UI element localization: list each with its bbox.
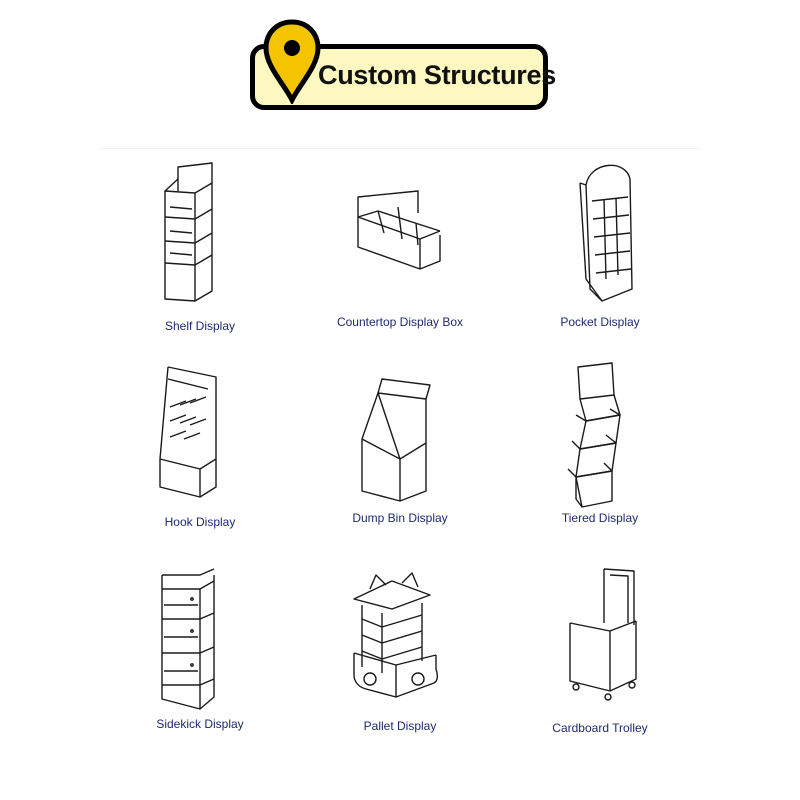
display-label: Dump Bin Display — [352, 511, 448, 525]
cardboard-trolley-icon — [569, 568, 637, 701]
display-label: Pallet Display — [363, 719, 437, 733]
hook-display-card: Hook Display — [100, 359, 300, 569]
pallet-display-icon — [353, 572, 439, 698]
shelf-display-card: Shelf Display — [100, 149, 300, 359]
display-label: Tiered Display — [561, 511, 639, 525]
display-structures-grid: Shelf Display Countertop Display Box — [100, 148, 700, 781]
display-label: Hook Display — [164, 515, 236, 529]
sidekick-display-card: Sidekick Display — [100, 568, 300, 779]
display-label: Pocket Display — [560, 315, 640, 329]
map-pin-icon — [263, 19, 321, 104]
dump-bin-display-card: Dump Bin Display — [300, 359, 500, 569]
shelf-display-icon — [164, 162, 213, 302]
countertop-display-box-icon — [357, 190, 441, 270]
display-label: Countertop Display Box — [336, 315, 464, 329]
page-title: Custom Structures — [318, 60, 556, 90]
pocket-display-icon — [579, 164, 633, 302]
dump-bin-display-icon — [361, 378, 431, 502]
hook-display-icon — [159, 366, 217, 498]
tiered-display-icon — [567, 362, 621, 508]
pallet-display-card: Pallet Display — [300, 569, 500, 779]
tiered-display-card: Tiered Display — [500, 359, 700, 569]
display-label: Sidekick Display — [156, 717, 244, 731]
display-label: Cardboard Trolley — [552, 721, 648, 735]
sidekick-display-icon — [161, 568, 215, 710]
countertop-display-box-card: Countertop Display Box — [300, 149, 500, 359]
cardboard-trolley-card: Cardboard Trolley — [500, 568, 700, 779]
pocket-display-card: Pocket Display — [500, 149, 700, 359]
display-label: Shelf Display — [164, 319, 236, 333]
